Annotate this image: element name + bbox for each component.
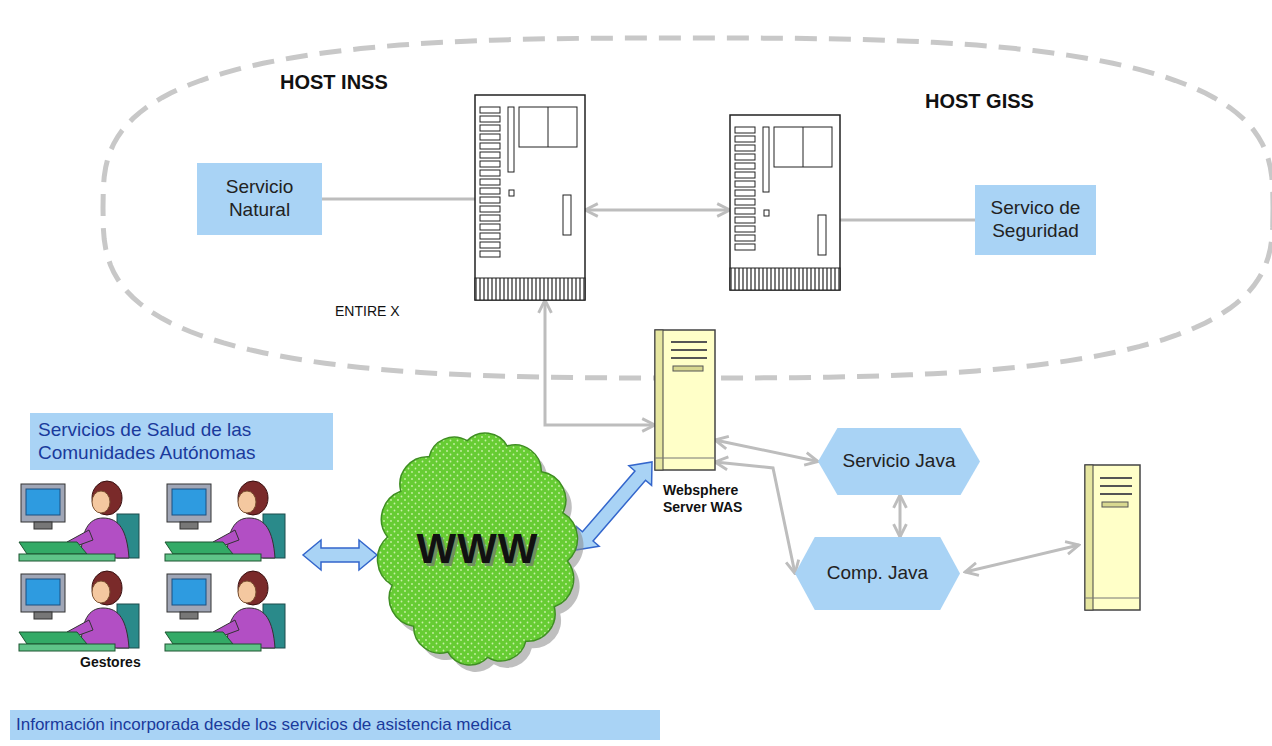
node-label: Comp. Java	[827, 562, 928, 585]
component-hexagon: Comp. Java	[795, 537, 960, 610]
node-label: HOST INSS	[280, 70, 388, 94]
service-box: Servicio Natural	[197, 163, 322, 235]
user-group-shape	[15, 476, 303, 672]
host-server: HOST GISS	[730, 115, 840, 290]
node-label: Información incorporada desde los servic…	[16, 715, 511, 735]
node-label: Servicio Java	[843, 450, 956, 473]
connector	[899, 495, 902, 537]
node-label: HOST GISS	[925, 89, 1034, 113]
node-label: ENTIRE X	[335, 303, 400, 320]
node-label: Websphere Server WAS	[663, 482, 763, 516]
host-server-shape	[730, 115, 840, 290]
service-box: Servico de Seguridad	[975, 185, 1096, 255]
node-label: Servico de Seguridad	[983, 197, 1088, 243]
connector	[585, 209, 730, 212]
connector	[840, 219, 975, 222]
app-server: Websphere Server WAS	[655, 330, 715, 470]
node-label: Gestores	[80, 654, 141, 671]
service-hexagon: Servicio Java	[818, 428, 980, 495]
network-arrow	[576, 462, 652, 550]
connector	[715, 440, 818, 462]
db-link-line	[965, 545, 1079, 572]
network-arrow	[303, 540, 377, 570]
node-label: Servicio Natural	[205, 176, 314, 222]
user-group: Gestores	[15, 476, 303, 672]
host-server-shape	[475, 95, 585, 300]
group-label-box: Servicios de Salud de las Comunidades Au…	[30, 413, 333, 470]
node-label: Servicios de Salud de las Comunidades Au…	[38, 419, 325, 465]
connector	[545, 300, 655, 425]
app-server-shape	[655, 330, 715, 470]
node-label: WWW	[417, 524, 539, 574]
connector	[715, 462, 795, 574]
internet-cloud: WWW	[375, 428, 580, 670]
host-boundary	[103, 38, 1272, 378]
connector	[322, 198, 475, 201]
note-box: Información incorporada desde los servic…	[10, 710, 660, 740]
db-server	[1085, 465, 1140, 610]
host-server: HOST INSSENTIRE X	[475, 95, 585, 300]
